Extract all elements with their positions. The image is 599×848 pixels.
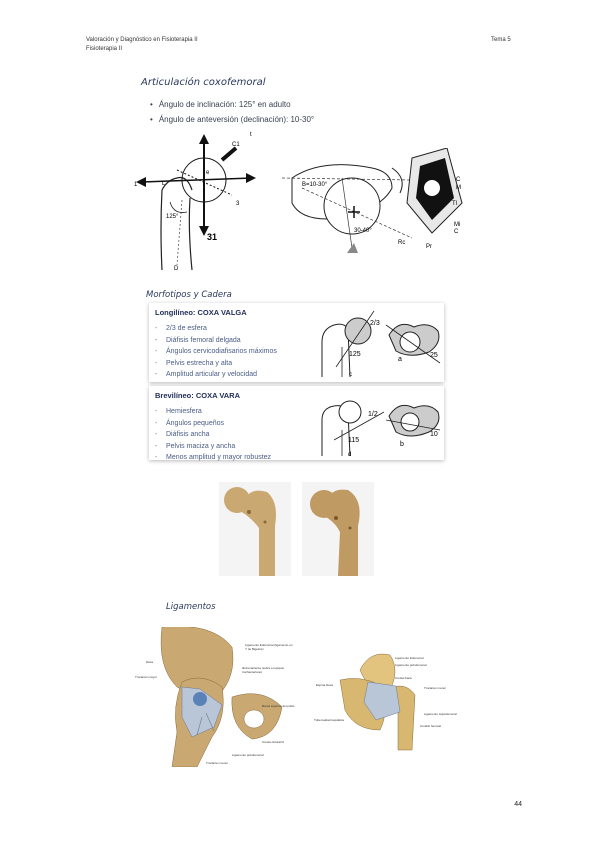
valga-label-angle: 125 [349, 351, 361, 358]
coxa-valga-list: 2/3 de esfera Diáfisis femoral delgada Á… [155, 323, 277, 381]
vara-label-angle: 115 [348, 437, 359, 444]
fig1-label-31: 31 [207, 232, 217, 242]
fig1-label-one: 1 [134, 182, 138, 188]
list-item: Ángulos pequeños [155, 418, 271, 430]
fig1-label-3: 3 [236, 201, 240, 207]
lig-left-label-pubofemoral: Ligamento pubofemoral [232, 753, 264, 757]
lig-left-label-cresta-obturatriz: Cresta obturatriz [262, 740, 285, 744]
coxa-vara-box: Brevilíneo: COXA VARA Hemiesfera Ángulos… [149, 386, 444, 461]
coxa-valga-figure: 2/3 125 c a 25 [321, 310, 441, 378]
lig-right-label-trocanter-menor: Trocánter menor [424, 686, 447, 690]
fig1-label-c1: C1 [232, 142, 240, 148]
lig-left-label-iliaca: ilíaca [146, 660, 154, 664]
list-item: Pelvis maciza y ancha [155, 441, 271, 453]
fig1-label-t: t [250, 132, 252, 138]
fig2-label-rc: Rc [398, 240, 405, 246]
page-number: 44 [514, 801, 522, 808]
lig-right-label-isquiofemoral: Ligamento isquiofemoral [424, 712, 457, 716]
bullet-inclinacion: Ángulo de inclinación: 125° en adulto [150, 97, 314, 112]
fig1-label-e: e [206, 170, 210, 176]
fig1-label-l: L [162, 181, 166, 187]
valga-label-frac: 2/3 [370, 320, 380, 327]
lig-left-label-iliotrocanterea: Iliotrocantérea (sobre el epiquio trocha… [242, 666, 285, 674]
section-title-articulacion: Articulación coxofemoral [141, 77, 266, 88]
coxa-vara-figure: 1/2 115 d b 10 [321, 400, 441, 458]
lig-left-label-trocanter-menor: Trocánter menor [206, 761, 229, 765]
femur-inclination-figure: C1 t L 1 e 3 125° 31 D [134, 132, 256, 272]
ligaments-anterior-figure [160, 627, 283, 767]
coxa-vara-list: Hemiesfera Ángulos pequeños Diáfisis anc… [155, 406, 271, 464]
section-title-morfotipos: Morfotipos y Cadera [146, 290, 232, 300]
ligaments-posterior-figure [339, 653, 416, 751]
fig2-label-m: M [456, 185, 461, 191]
lig-right-label-cresta-iliaca: Cresta ilíaca [395, 676, 412, 680]
articulacion-bullets: Ángulo de inclinación: 125° en adulto Án… [150, 97, 314, 127]
vara-label-deg: 10 [430, 431, 438, 438]
coxa-vara-title: Brevilíneo: COXA VARA [155, 391, 241, 400]
lig-right-label-condilo: Cóndilo femoral [420, 724, 442, 728]
lig-right-label-tuberosidad: Tuberosidad isquiática [314, 718, 344, 722]
fig2-label-c2: C [454, 229, 459, 235]
list-item: Hemiesfera [155, 406, 271, 418]
lig-left-label-rama-pubis: Rama superior del pubis [262, 704, 295, 708]
list-item: Diáfisis femoral delgada [155, 335, 277, 347]
coxa-valga-title: Longilíneo: COXA VALGA [155, 308, 247, 317]
list-item: Diáfisis ancha [155, 429, 271, 441]
vara-label-d: d [348, 452, 351, 458]
coxa-valga-box: Longilíneo: COXA VALGA 2/3 de esfera Diá… [149, 303, 444, 382]
lig-right-label-pubofemoral: Ligamento pubofemoral [395, 663, 427, 667]
femur-anteversion-figure: B=10-30° 30-40° C M Tl Mi C Rc Pr [282, 148, 463, 253]
fig2-label-c: C [456, 177, 461, 183]
header-tema: Tema 5 [491, 37, 511, 43]
list-item: Amplitud articular y velocidad [155, 369, 277, 381]
femur-photo-valga [219, 482, 291, 576]
fig1-label-d: D [174, 266, 179, 272]
femur-photo-vara [302, 482, 374, 576]
fig2-label-tl: Tl [452, 201, 457, 207]
lig-right-label-espina-iliaca: Espina ilíaca [316, 683, 334, 687]
lig-left-label-trocanter-mayor: Trocánter mayor [135, 675, 157, 679]
lig-left-label-iliofemoral: Ligamento iliofemoral (ligamento en Y de… [245, 643, 293, 651]
valga-label-a: a [398, 356, 402, 363]
vara-label-frac: 1/2 [368, 411, 378, 418]
vara-label-b: b [400, 441, 404, 448]
list-item: Menos amplitud y mayor robustez [155, 452, 271, 464]
list-item: 2/3 de esfera [155, 323, 277, 335]
header-doc-title: Valoración y Diagnóstico en Fisioterapia… [86, 37, 198, 43]
valga-label-c: c [349, 372, 352, 378]
fig1-label-125: 125° [166, 214, 179, 220]
list-item: Ángulos cervicodiafisarios máximos [155, 346, 277, 358]
fig2-label-pr: Pr [426, 244, 432, 250]
lig-right-label-iliofemoral: Ligamento iliofemoral [395, 656, 424, 660]
header-subject: Fisioterapia II [86, 46, 123, 52]
valga-label-deg: 25 [430, 352, 438, 359]
section-title-ligamentos: Ligamentos [166, 602, 216, 612]
list-item: Pelvis estrecha y alta [155, 358, 277, 370]
fig2-label-angle1: B=10-30° [302, 182, 328, 188]
fig2-label-angle2: 30-40° [354, 228, 372, 234]
bullet-anteversion: Ángulo de anteversión (declinación): 10-… [150, 112, 314, 127]
fig2-label-mi: Mi [454, 222, 460, 228]
